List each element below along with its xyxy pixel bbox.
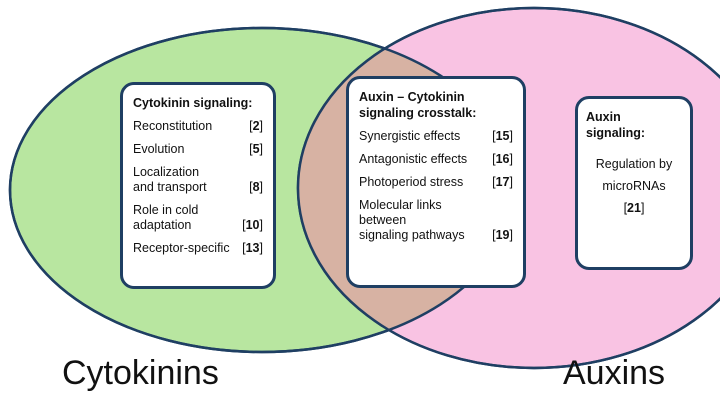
cytokinin-item-ref: [2] — [249, 119, 263, 133]
cytokinin-item-ref: [13] — [242, 241, 263, 255]
cytokinin-item-label: Role in cold adaptation — [133, 203, 199, 232]
crosstalk-item: Antagonistic effects [16] — [359, 152, 513, 167]
cytokinin-item: Evolution [5] — [133, 142, 263, 157]
cytokinin-item-label: Reconstitution — [133, 119, 213, 133]
auxin-box-title: Auxin signaling: — [586, 110, 646, 140]
crosstalk-item-ref: [17] — [492, 175, 513, 189]
crosstalk-item-label: Molecular links between signaling pathwa… — [359, 198, 465, 242]
cytokinins-label: Cytokinins — [62, 354, 219, 392]
crosstalk-item: Molecular links between signaling pathwa… — [359, 198, 513, 243]
cytokinin-box-title: Cytokinin signaling: — [133, 96, 253, 110]
crosstalk-item: Synergistic effects [15] — [359, 129, 513, 144]
crosstalk-item-ref: [16] — [492, 152, 513, 166]
auxin-box-text: Regulation by microRNAs — [595, 157, 673, 193]
cytokinin-item-label: Localization and transport — [133, 165, 207, 194]
crosstalk-item-label: Photoperiod stress — [359, 175, 464, 189]
crosstalk-box-title: Auxin – Cytokinin signaling crosstalk: — [359, 90, 477, 120]
auxin-box-ref: [21] — [623, 201, 645, 215]
crosstalk-item-label: Synergistic effects — [359, 129, 461, 143]
cytokinin-signaling-box: Cytokinin signaling: Reconstitution [2] Ev… — [120, 82, 276, 289]
crosstalk-item: Photoperiod stress [17] — [359, 175, 513, 190]
auxins-label: Auxins — [563, 354, 666, 392]
cytokinin-item: Role in cold adaptation [10] — [133, 203, 263, 233]
cytokinin-item-label: Evolution — [133, 142, 185, 156]
cytokinin-item: Reconstitution [2] — [133, 119, 263, 134]
cytokinin-item-ref: [5] — [249, 142, 263, 156]
crosstalk-box: Auxin – Cytokinin signaling crosstalk: S… — [346, 76, 526, 288]
cytokinin-item: Localization and transport [8] — [133, 165, 263, 195]
cytokinin-item-ref: [10] — [242, 218, 263, 232]
cytokinin-item-ref: [8] — [249, 180, 263, 194]
cytokinin-item-list: Reconstitution [2] Evolution [5] Localizatio… — [133, 119, 263, 256]
crosstalk-item-label: Antagonistic effects — [359, 152, 468, 166]
auxin-signaling-box: Auxin signaling: Regulation by microRNAs… — [575, 96, 693, 270]
crosstalk-item-list: Synergistic effects [15] Antagonistic effe… — [359, 129, 513, 243]
auxins-set-outline — [296, 6, 720, 370]
crosstalk-item-ref: [15] — [492, 129, 513, 143]
cytokinin-item-label: Receptor-specific — [133, 241, 230, 255]
cytokinin-item: Receptor-specific [13] — [133, 241, 263, 256]
crosstalk-item-ref: [19] — [492, 228, 513, 242]
